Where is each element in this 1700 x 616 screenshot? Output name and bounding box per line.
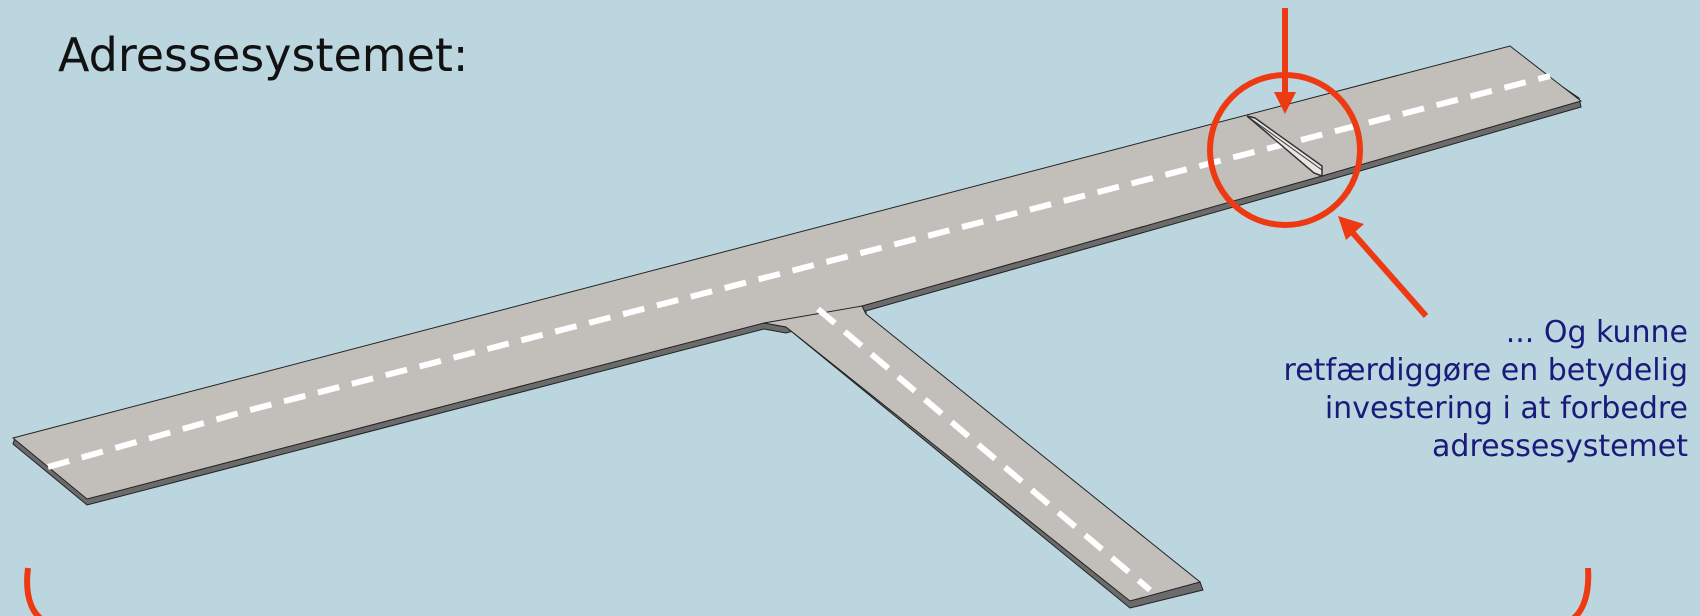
road-segment-bump-edge <box>1246 115 1323 171</box>
callout-line: adressesystemet <box>1432 429 1688 464</box>
branch-road-surface <box>763 305 1202 602</box>
callout-line: investering i at forbedre <box>1324 391 1688 426</box>
callout-text: ... Og kunne retfærdiggøre en betydelig … <box>1128 314 1688 466</box>
slide-title: Adressesystemet: <box>58 28 469 82</box>
bottom-bracket-right <box>1571 567 1592 616</box>
arrow-diagonal-shaft <box>1349 230 1429 318</box>
main-road-lane-marking <box>47 73 1551 470</box>
callout-line: ... Og kunne <box>1505 315 1688 350</box>
callout-line: retfærdiggøre en betydelig <box>1283 353 1688 388</box>
arrow-down-head <box>1274 92 1296 114</box>
arrow-diagonal-head <box>1338 216 1364 240</box>
branch-road-lane-marking <box>816 306 1152 593</box>
road-segment-bump <box>1246 115 1323 178</box>
bottom-bracket-left <box>24 567 43 616</box>
